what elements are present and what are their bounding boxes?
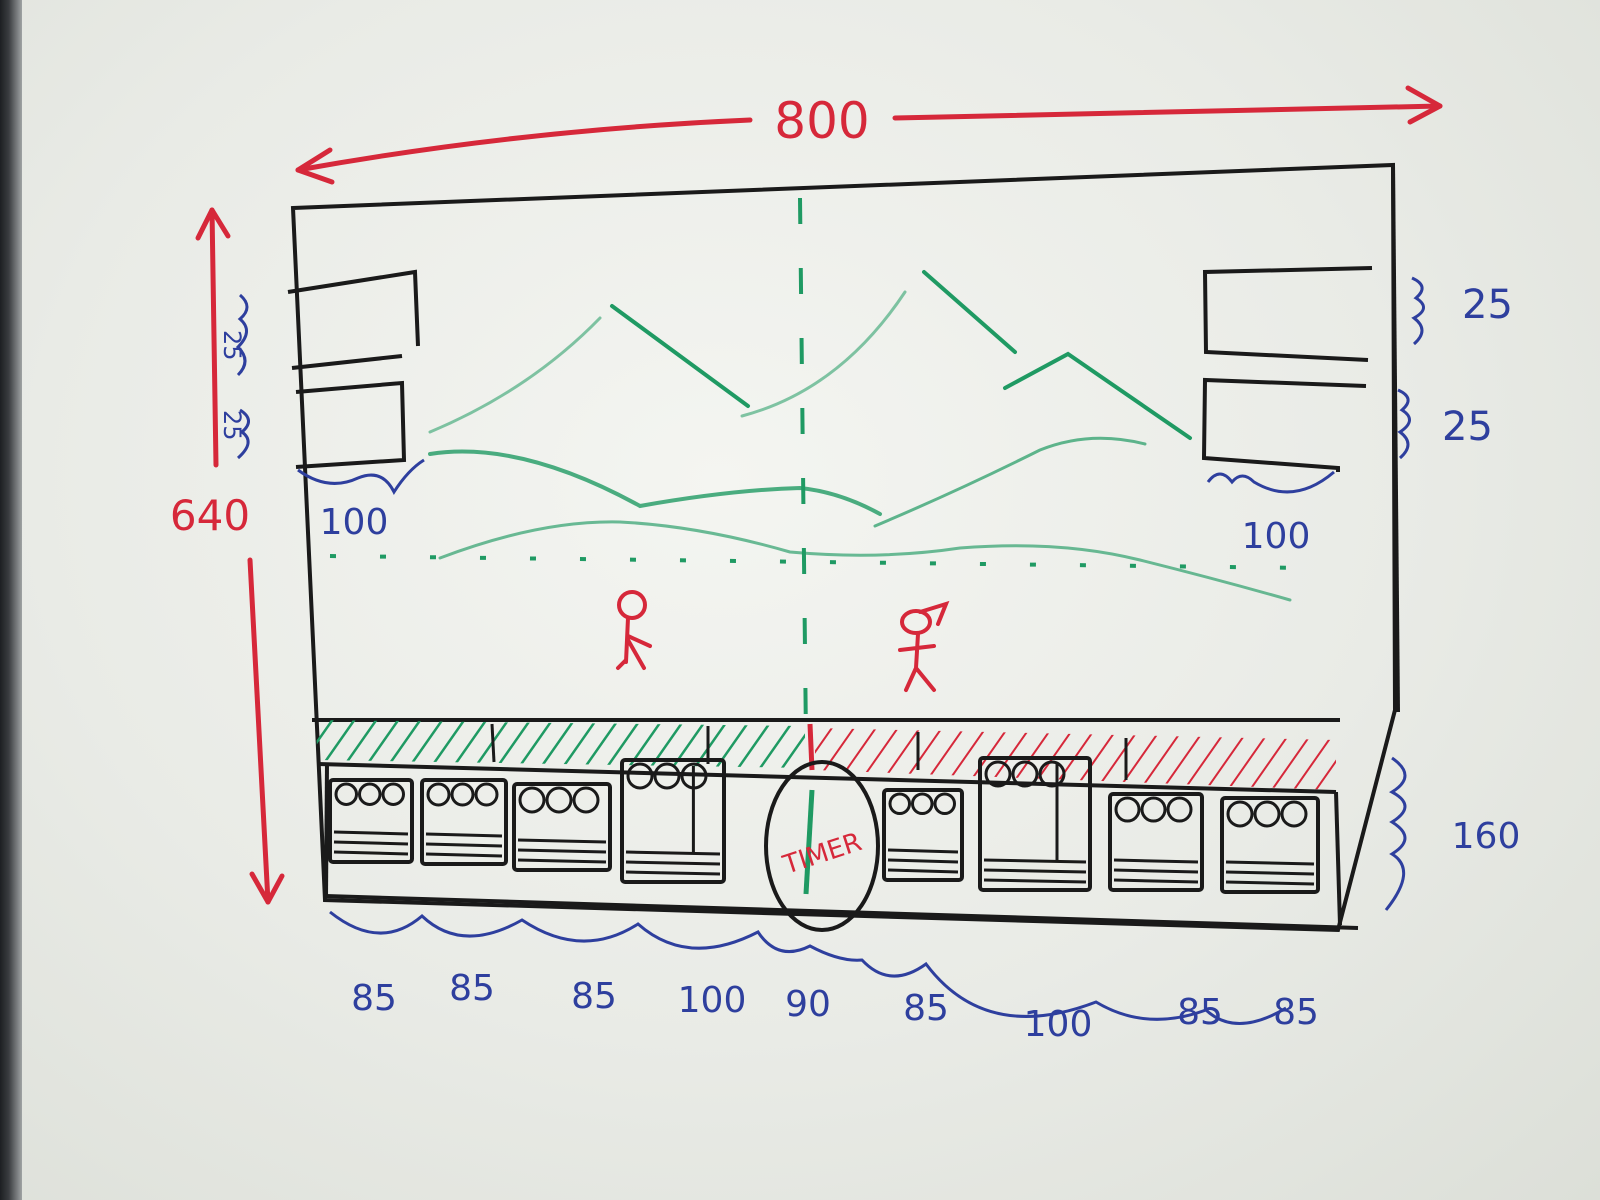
bottom-width-label: 90: [785, 984, 831, 1025]
left-width-brace: [297, 458, 425, 496]
card-slot[interactable]: [978, 756, 1092, 892]
right-hud-box-bottom: [1201, 377, 1367, 472]
bottom-width-label: 85: [1273, 992, 1319, 1033]
bottom-width-label: 85: [1177, 992, 1223, 1033]
left-hud-box-top: [287, 269, 420, 370]
player-one-figure: [616, 590, 652, 670]
background-mountains: [428, 270, 1292, 602]
card-slot[interactable]: [420, 778, 508, 866]
width-label: 800: [774, 92, 869, 150]
panel-height-label: 160: [1452, 816, 1521, 857]
bottom-width-label: 85: [351, 978, 397, 1019]
bottom-width-label: 100: [678, 980, 747, 1021]
card-slot[interactable]: [620, 758, 726, 884]
center-dashed-line: [798, 197, 808, 741]
card-slot[interactable]: [882, 788, 964, 882]
card-slot[interactable]: [328, 778, 414, 864]
right-dimension-braces: [1397, 276, 1425, 460]
left-hud-box-bottom: [295, 380, 407, 469]
bottom-width-label: 85: [903, 988, 949, 1029]
player-one-health-bar: [315, 720, 805, 768]
bottom-width-label: 85: [571, 976, 617, 1017]
bottom-width-labels: 85 85 85 100 90 85 100 85 85: [351, 968, 1319, 1045]
left-box-bottom-height: 25: [218, 410, 246, 441]
right-box-width: 100: [1242, 516, 1311, 557]
card-slot[interactable]: [1220, 796, 1320, 894]
screen-frame: [290, 162, 1398, 933]
panel-height-brace: [1384, 756, 1407, 911]
bottom-width-braces: [329, 910, 1287, 1025]
card-panel-bottom-edge: [325, 894, 1359, 930]
card-slots: [328, 756, 1320, 894]
card-slot[interactable]: [512, 782, 612, 872]
right-hud-box-top: [1202, 266, 1373, 362]
height-label: 640: [170, 491, 250, 540]
left-dimension-braces: [235, 293, 250, 460]
timer-label: TIMER: [779, 827, 866, 881]
player-two-figure: [898, 600, 950, 692]
bottom-width-label: 85: [449, 968, 495, 1009]
bottom-width-label: 100: [1024, 1004, 1093, 1045]
right-box-top-height: 25: [1462, 282, 1513, 328]
right-width-brace: [1206, 470, 1335, 494]
width-dimension-arrow: [295, 85, 1443, 185]
left-box-top-height: 25: [218, 330, 246, 361]
right-box-bottom-height: 25: [1442, 404, 1493, 450]
height-dimension-arrow: [195, 207, 285, 905]
card-slot[interactable]: [1108, 792, 1204, 892]
timer-oval: TIMER: [764, 760, 880, 932]
whiteboard-frame-edge: [0, 0, 22, 1200]
left-box-width: 100: [320, 502, 389, 543]
